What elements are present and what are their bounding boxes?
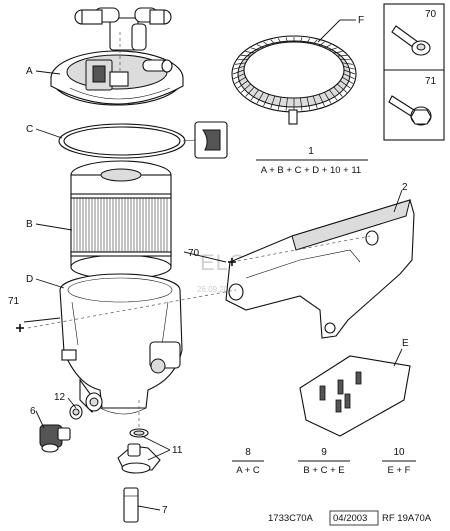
- kit-8: 8 A + C: [232, 447, 264, 476]
- drain-tube-part-7: [123, 487, 139, 523]
- label-c: C: [26, 124, 33, 135]
- locking-ring-part-f: [231, 35, 357, 125]
- leader-lines: [23, 19, 403, 511]
- seal-ring-part-c: [58, 121, 228, 159]
- kit-1-number: 1: [308, 146, 314, 157]
- label-11: 11: [172, 445, 183, 456]
- kit-10-number: 10: [393, 447, 405, 458]
- kit-10-formula: E + F: [388, 465, 411, 476]
- label-d: D: [26, 274, 33, 285]
- label-70-inset: 70: [425, 9, 437, 20]
- label-e: E: [402, 338, 409, 349]
- drain-plug-part-11: [117, 428, 161, 474]
- cross-marker-71: [16, 324, 24, 332]
- footer-reference: 1733C70A 04/2003 RF 19A70A: [268, 510, 432, 526]
- label-70: 70: [188, 248, 200, 259]
- plate-part-e: [299, 355, 411, 437]
- label-12: 12: [54, 392, 66, 403]
- footer-code: 1733C70A: [268, 513, 314, 524]
- kit-10: 10 E + F: [382, 447, 416, 476]
- label-71-inset: 71: [425, 76, 437, 87]
- label-6: 6: [30, 406, 36, 417]
- kit-9: 9 B + C + E: [298, 447, 350, 476]
- label-f: F: [358, 15, 364, 26]
- kit-8-number: 8: [245, 447, 251, 458]
- filter-bowl-part-d: [59, 273, 183, 415]
- filter-head-part-a: [50, 7, 184, 106]
- kit-9-number: 9: [321, 447, 327, 458]
- footer-ref: RF 19A70A: [382, 513, 432, 524]
- watermark-date: 26.09.2012: [197, 285, 238, 294]
- bracket-part-2: [225, 199, 415, 339]
- sensor-part-6: [39, 424, 71, 453]
- footer-date: 04/2003: [333, 513, 367, 524]
- cross-marker-70: [228, 258, 236, 266]
- label-7: 7: [162, 505, 168, 516]
- kit-1: 1 A + B + C + D + 10 + 11: [256, 146, 368, 176]
- filter-element-part-b: [70, 160, 172, 280]
- bolt-71-icon: [388, 95, 432, 126]
- seal-part-12: [69, 392, 103, 420]
- label-2: 2: [402, 182, 408, 193]
- bolt-inset-box: 70 71: [383, 3, 445, 141]
- kit-1-formula: A + B + C + D + 10 + 11: [261, 165, 361, 176]
- kit-9-formula: B + C + E: [303, 465, 344, 476]
- alignment-lines: [27, 32, 371, 430]
- kit-8-formula: A + C: [236, 465, 260, 476]
- label-b: B: [26, 219, 33, 230]
- bolt-70-icon: [391, 25, 431, 56]
- label-71: 71: [8, 296, 20, 307]
- label-a: A: [26, 66, 33, 77]
